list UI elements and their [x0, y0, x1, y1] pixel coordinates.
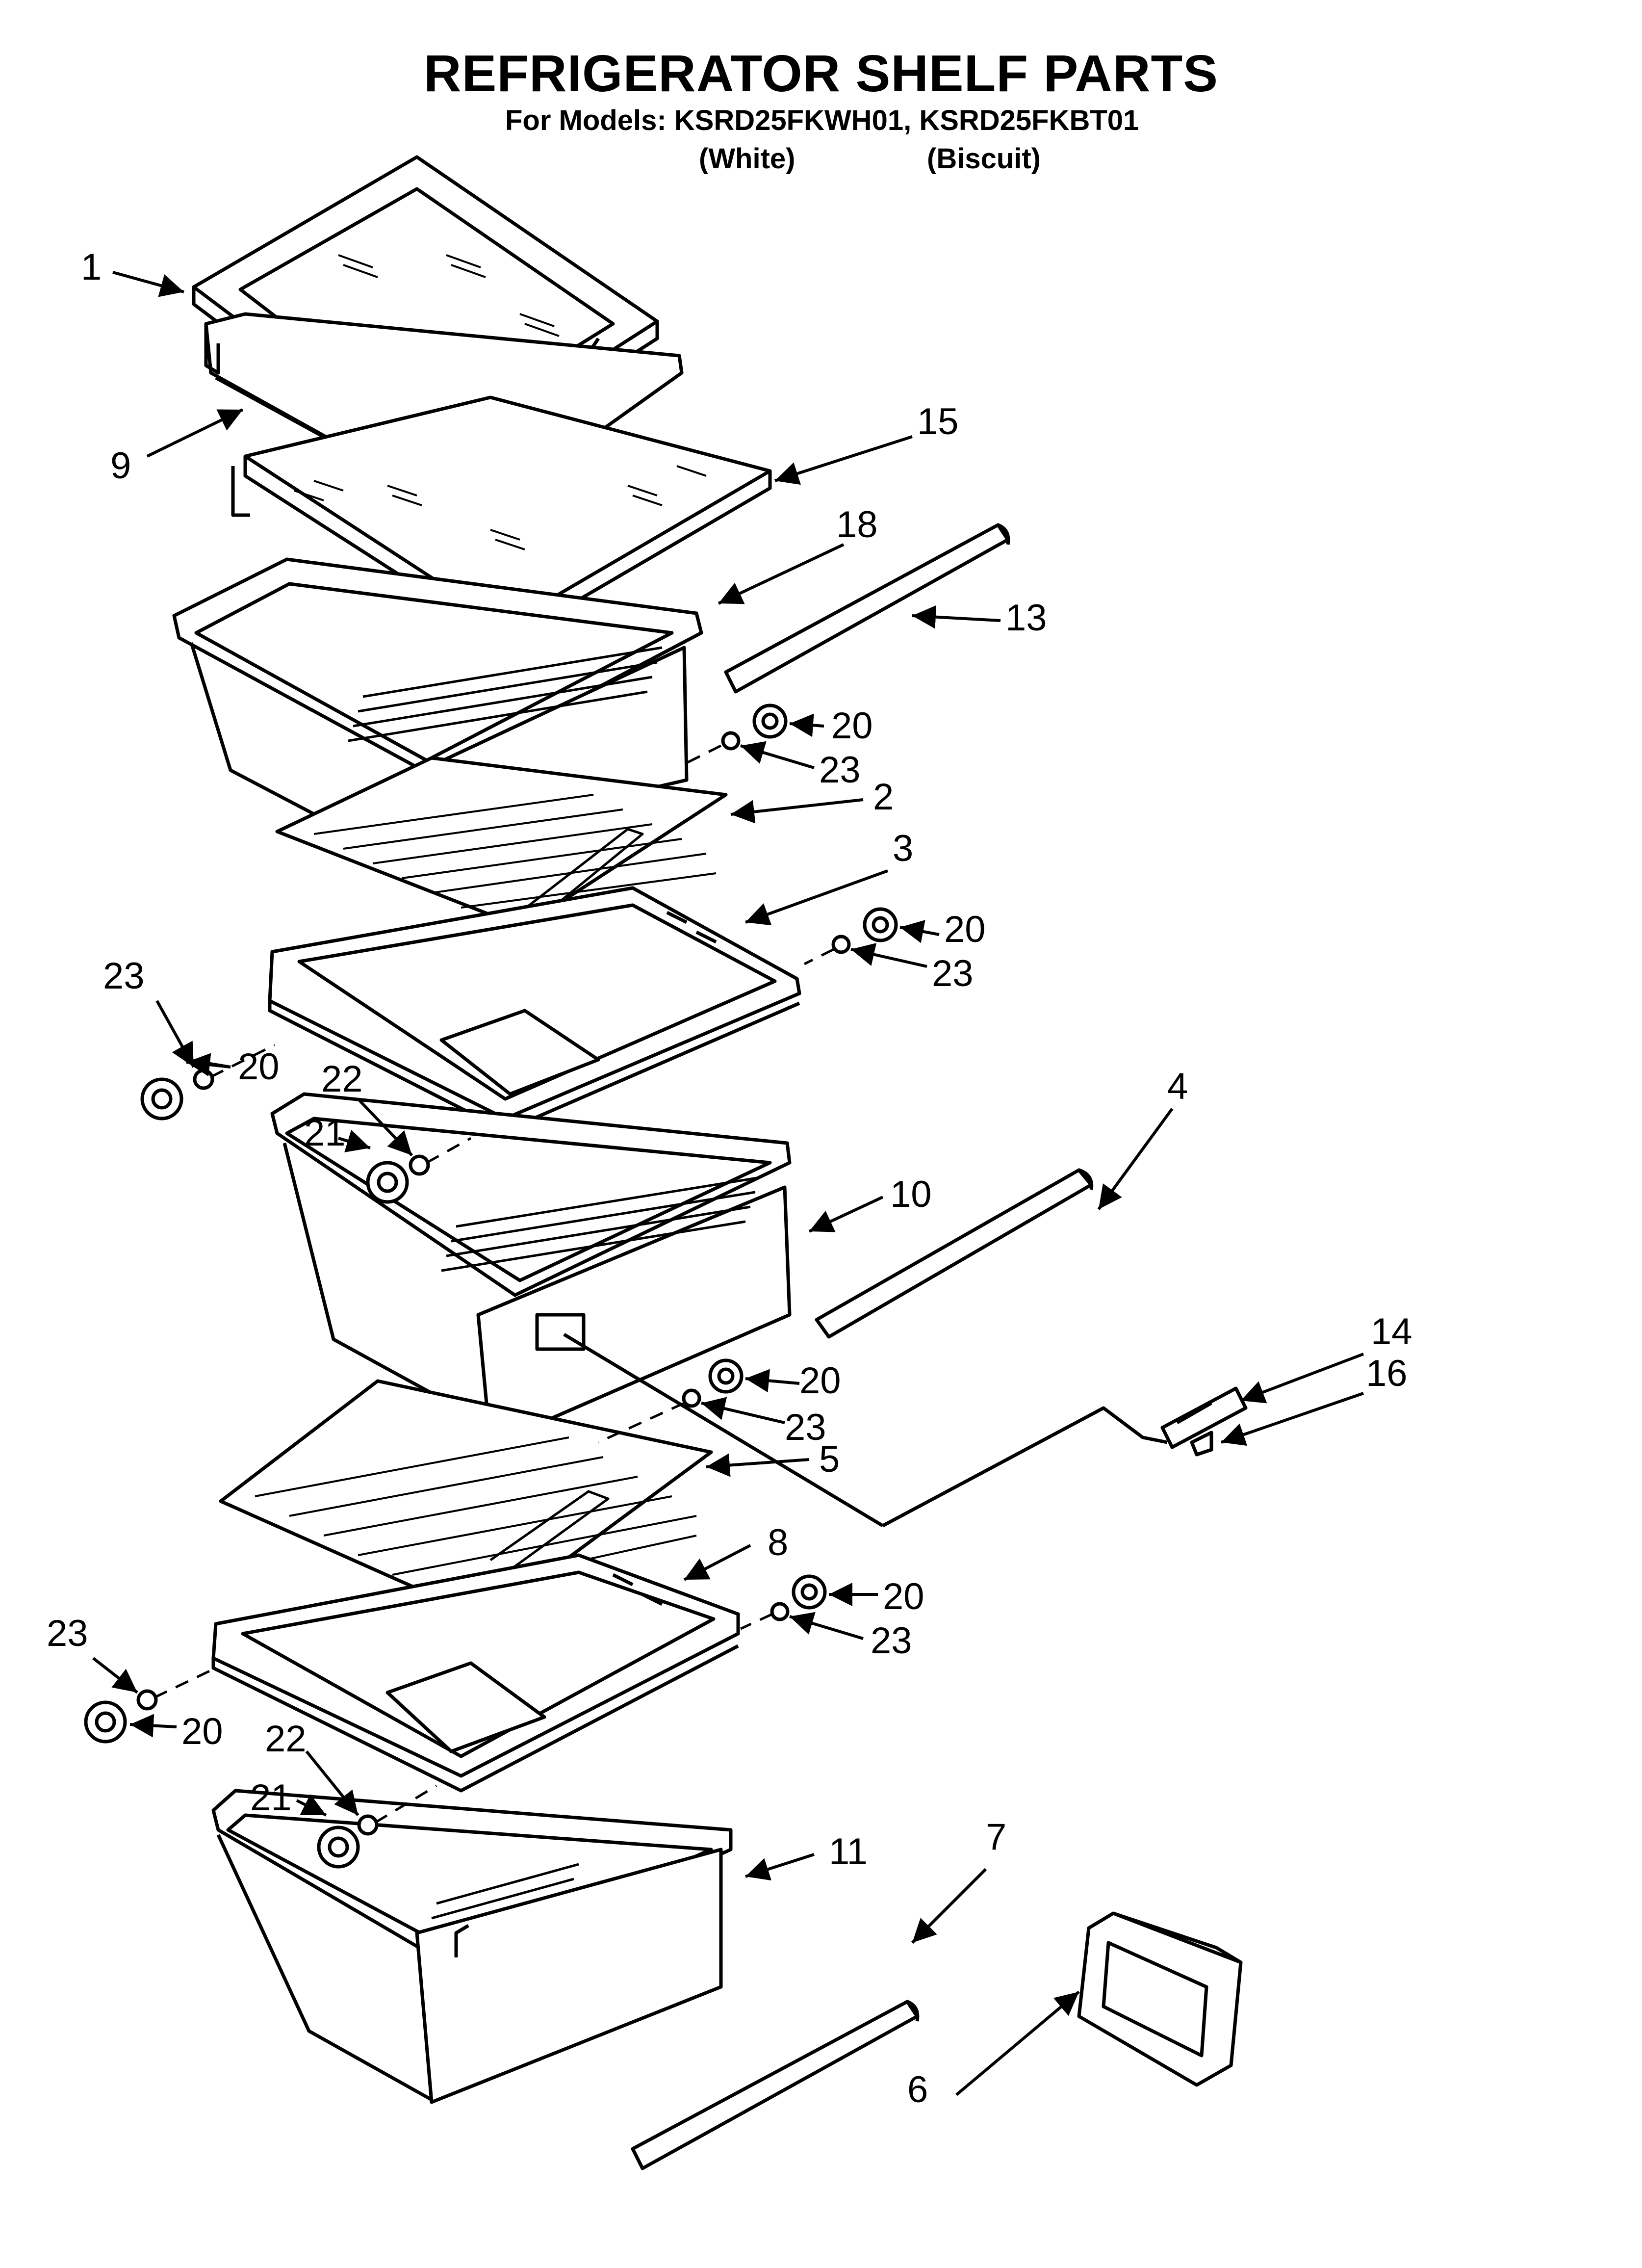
callout-1: 1 [81, 246, 102, 288]
callout-20-a: 20 [831, 705, 873, 747]
humidity-control [882, 1386, 1248, 1528]
callout-11: 11 [829, 1831, 868, 1873]
callout-13: 13 [1005, 597, 1047, 639]
crisper-drawer-lower [211, 1789, 733, 2104]
callout-23-f: 23 [47, 1613, 88, 1654]
cover-strip-middle [815, 1168, 1094, 1339]
callout-20-c: 20 [238, 1046, 280, 1088]
callout-21-a: 21 [304, 1112, 346, 1154]
callout-22-b: 22 [265, 1718, 307, 1760]
callout-23-d: 23 [785, 1407, 826, 1448]
label-plate [1077, 1911, 1243, 2087]
callout-15: 15 [917, 401, 959, 443]
callout-14: 14 [1371, 1311, 1412, 1353]
callout-22-a: 22 [321, 1058, 363, 1100]
glass-panel-lower [219, 1379, 713, 1621]
callout-23-a: 23 [819, 749, 861, 791]
callout-16: 16 [1366, 1353, 1408, 1394]
mounting-guides [154, 744, 835, 1824]
callout-leaders [92, 271, 1364, 2096]
crisper-frame-lower [211, 1553, 740, 1793]
callout-2: 2 [873, 776, 894, 818]
callout-23-b: 23 [932, 953, 974, 994]
callout-labels: 1 9 15 18 13 20 23 2 3 20 23 23 20 22 21… [47, 246, 1412, 2111]
callout-23-e: 23 [871, 1620, 912, 1662]
glass-panel-upper [275, 756, 728, 929]
callout-20-e: 20 [883, 1576, 924, 1617]
callout-20-f: 20 [181, 1711, 223, 1752]
callout-20-d: 20 [799, 1360, 841, 1402]
callout-10: 10 [890, 1173, 932, 1215]
callout-21-b: 21 [250, 1777, 292, 1819]
callout-7: 7 [986, 1816, 1006, 1858]
callout-6: 6 [907, 2069, 928, 2111]
callout-9: 9 [110, 445, 131, 487]
crisper-frame-upper [268, 886, 801, 1133]
models-line: For Models: KSRD25FKWH01, KSRD25FKBT01 [505, 104, 1139, 136]
callout-23-c: 23 [103, 955, 145, 997]
cover-strip-lower [631, 2000, 920, 2170]
page-title: REFRIGERATOR SHELF PARTS [424, 45, 1218, 103]
callout-4: 4 [1167, 1066, 1188, 1107]
callout-18: 18 [836, 504, 878, 546]
cover-strip-upper [724, 523, 1010, 694]
callout-5: 5 [819, 1438, 840, 1480]
color-white-label: (White) [699, 143, 795, 175]
callout-3: 3 [893, 828, 913, 869]
wheel-bolt-set [84, 704, 898, 1869]
color-biscuit-label: (Biscuit) [927, 143, 1041, 175]
callout-20-b: 20 [944, 909, 986, 950]
callout-8: 8 [768, 1522, 788, 1564]
